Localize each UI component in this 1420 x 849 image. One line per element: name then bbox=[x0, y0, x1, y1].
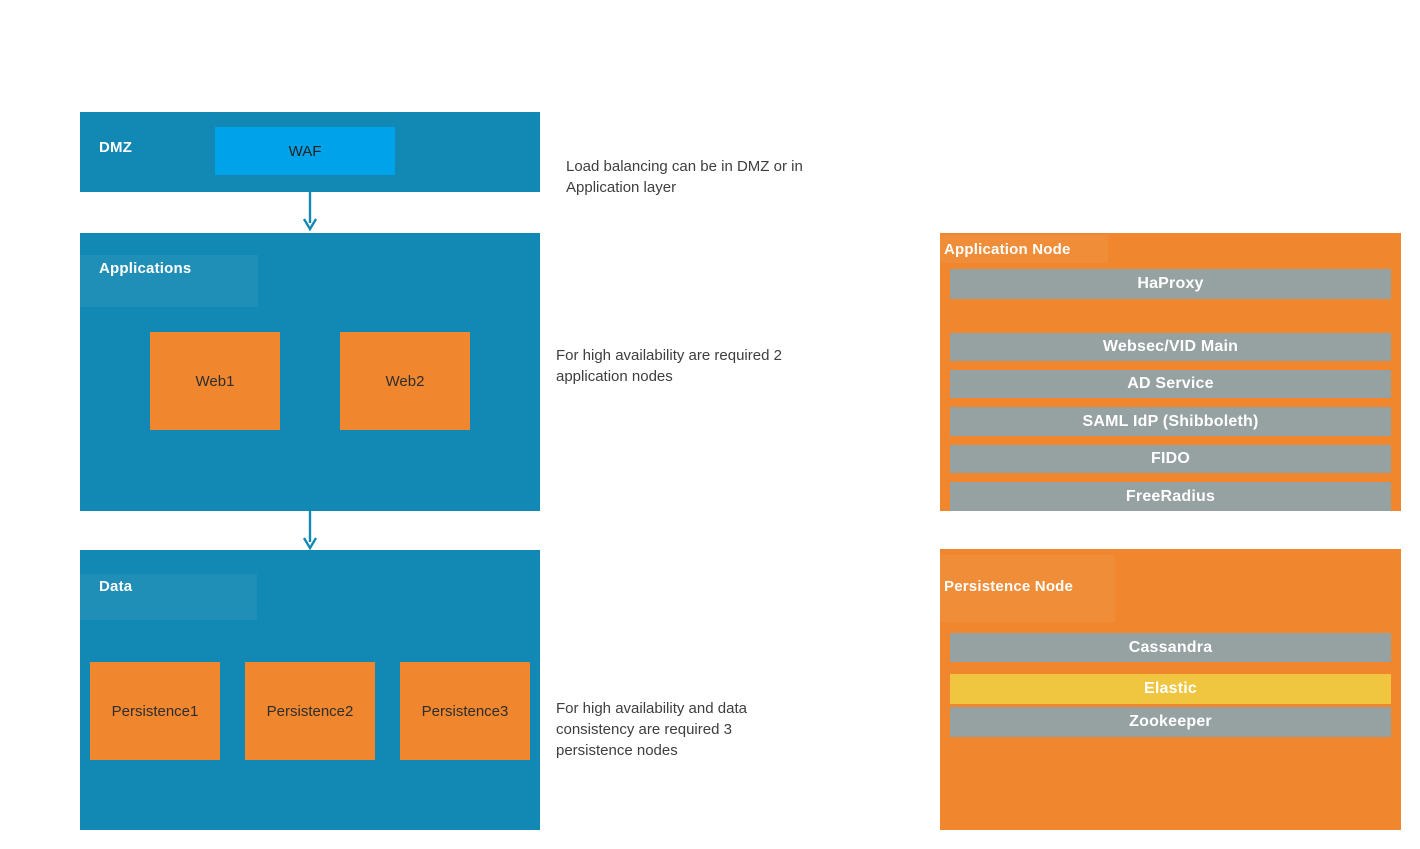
flow-arrow-dmz-to-applications bbox=[302, 192, 318, 232]
service-bar-label: FIDO bbox=[1150, 450, 1191, 467]
service-bar-elastic: Elastic bbox=[950, 674, 1391, 704]
service-bar-saml-idp: SAML IdP (Shibboleth) bbox=[950, 407, 1391, 436]
service-bar-label: Websec/VID Main bbox=[1102, 338, 1239, 355]
annotation-line: consistency are required 3 bbox=[556, 721, 732, 738]
node-web1: Web1 bbox=[150, 332, 280, 430]
flow-arrow-applications-to-data bbox=[302, 511, 318, 551]
service-bar-label: Cassandra bbox=[1128, 638, 1213, 656]
node-web2: Web2 bbox=[340, 332, 470, 430]
node-persistence1: Persistence1 bbox=[90, 662, 220, 760]
layer-applications-label: Applications bbox=[99, 260, 192, 277]
annotation-line: application nodes bbox=[556, 368, 673, 385]
service-bar-freeradius: FreeRadius bbox=[950, 482, 1391, 511]
node-web1-label: Web1 bbox=[195, 372, 235, 390]
service-bar-haproxy: HaProxy bbox=[950, 269, 1391, 299]
node-persistence3: Persistence3 bbox=[400, 662, 530, 760]
layer-applications: Applications Web1 Web2 bbox=[80, 233, 540, 511]
service-bar-label: SAML IdP (Shibboleth) bbox=[1082, 412, 1259, 430]
node-web2-label: Web2 bbox=[385, 372, 425, 390]
node-persistence3-label: Persistence3 bbox=[421, 702, 509, 720]
service-bar-label: FreeRadius bbox=[1125, 487, 1216, 505]
service-bar-label: HaProxy bbox=[1137, 275, 1204, 292]
layer-data-label: Data bbox=[99, 578, 133, 595]
service-bar-websec-vid-main: Websec/VID Main bbox=[950, 333, 1391, 361]
layer-dmz: DMZ WAF bbox=[80, 112, 540, 192]
node-persistence1-label: Persistence1 bbox=[111, 702, 199, 720]
annotation-application-ha: For high availability are required 2 app… bbox=[556, 345, 856, 387]
service-bar-label: Elastic bbox=[1144, 680, 1197, 697]
detail-box-application-node: Application Node HaProxy Websec/VID Main… bbox=[940, 233, 1401, 511]
annotation-load-balancing: Load balancing can be in DMZ or in Appli… bbox=[566, 156, 866, 198]
annotation-line: For high availability and data bbox=[556, 700, 747, 717]
node-persistence2-label: Persistence2 bbox=[266, 702, 354, 720]
service-bar-cassandra: Cassandra bbox=[950, 633, 1391, 662]
service-bar-zookeeper: Zookeeper bbox=[950, 707, 1391, 737]
service-bar-label: Zookeeper bbox=[1129, 713, 1212, 730]
service-bar-label: AD Service bbox=[1127, 375, 1214, 392]
annotation-persistence-ha: For high availability and data consisten… bbox=[556, 698, 816, 761]
service-bar-fido: FIDO bbox=[950, 445, 1391, 473]
annotation-line: Load balancing can be in DMZ or in bbox=[566, 158, 803, 175]
detail-box-persistence-title: Persistence Node bbox=[944, 578, 1074, 595]
annotation-line: For high availability are required 2 bbox=[556, 347, 782, 364]
layer-dmz-label: DMZ bbox=[99, 139, 133, 156]
detail-box-application-title: Application Node bbox=[944, 241, 1071, 258]
node-waf: WAF bbox=[215, 127, 395, 175]
layer-data: Data Persistence1 Persistence2 Persisten… bbox=[80, 550, 540, 830]
node-persistence2: Persistence2 bbox=[245, 662, 375, 760]
annotation-line: persistence nodes bbox=[556, 742, 678, 759]
service-bar-ad-service: AD Service bbox=[950, 370, 1391, 398]
detail-box-persistence-node: Persistence Node Cassandra Elastic Zooke… bbox=[940, 549, 1401, 830]
node-waf-label: WAF bbox=[288, 142, 322, 160]
annotation-line: Application layer bbox=[566, 179, 677, 196]
